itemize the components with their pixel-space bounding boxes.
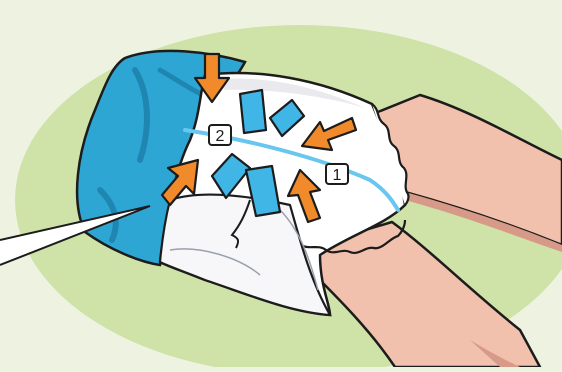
marker-2: 2 xyxy=(209,125,231,145)
marker-2-label: 2 xyxy=(216,128,225,145)
marker-1: 1 xyxy=(326,164,348,184)
marker-1-label: 1 xyxy=(333,167,342,184)
tape-tab-icon xyxy=(240,90,266,133)
